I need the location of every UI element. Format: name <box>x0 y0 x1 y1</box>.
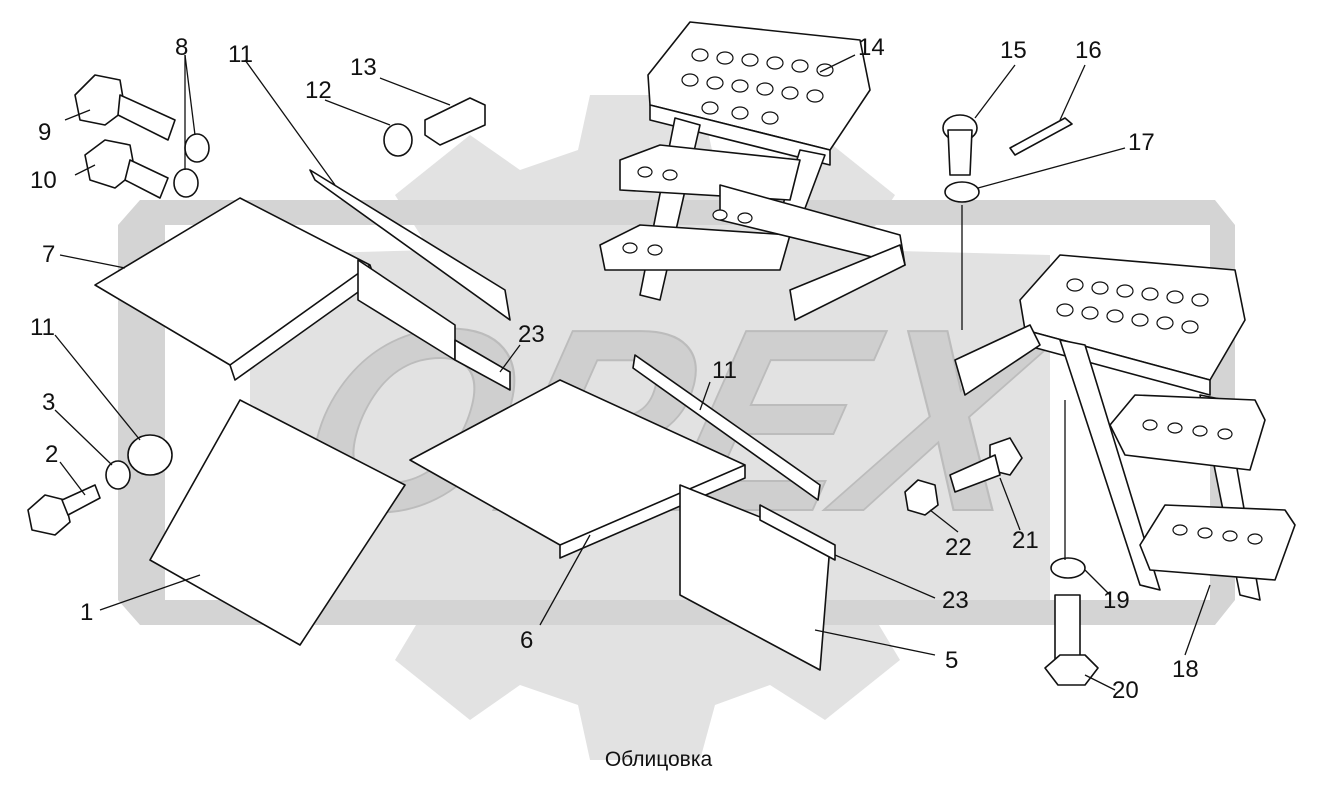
callout-15: 15 <box>1000 37 1027 64</box>
callout-3: 3 <box>42 389 55 416</box>
callout-21: 21 <box>1012 527 1039 554</box>
callout-2: 2 <box>45 441 58 468</box>
leader-lines <box>54 54 1211 691</box>
part-11-strip-middle <box>632 354 821 501</box>
callout-20: 20 <box>1112 677 1139 704</box>
part-18-step-ladder <box>954 254 1296 601</box>
watermark-text: OPEX <box>273 275 1081 566</box>
callout-11-upper: 11 <box>228 41 253 68</box>
callout-23-lower: 23 <box>942 587 969 614</box>
callout-16: 16 <box>1075 37 1102 64</box>
part-14-step-ladder <box>599 21 906 321</box>
part-16-cotter-pin <box>1009 117 1073 156</box>
callout-6: 6 <box>520 627 533 654</box>
callout-12: 12 <box>305 77 332 104</box>
part-15-pin <box>942 114 978 176</box>
part-10-bolt <box>84 139 169 199</box>
callout-8: 8 <box>175 34 188 61</box>
part-23-angle-lower <box>759 504 836 561</box>
callout-9: 9 <box>38 119 51 146</box>
part-12-washer <box>383 123 413 157</box>
part-3-washer <box>105 460 131 490</box>
callout-labels: 1 2 3 5 6 7 8 9 10 11 11 11 12 13 14 15 … <box>30 34 1199 704</box>
part-21-bolt <box>949 437 1023 493</box>
part-1-side-panel <box>149 399 406 646</box>
callout-14: 14 <box>858 34 885 61</box>
part-8-washer-lower <box>173 168 199 198</box>
callout-23-upper: 23 <box>518 321 545 348</box>
callout-18: 18 <box>1172 656 1199 683</box>
part-11-strip-upper <box>309 169 511 321</box>
part-19-washer <box>1050 557 1086 579</box>
diagram-caption: Облицовка <box>604 748 713 771</box>
part-20-bolt <box>1044 594 1099 686</box>
callout-1: 1 <box>80 599 93 626</box>
part-9-bolt <box>74 74 176 141</box>
callout-22: 22 <box>945 534 972 561</box>
part-11-washer-left <box>127 434 173 476</box>
part-13-bolt <box>424 97 486 146</box>
callout-11-left: 11 <box>30 314 55 341</box>
callout-11-middle: 11 <box>712 357 737 384</box>
callout-13: 13 <box>350 54 377 81</box>
callout-7: 7 <box>42 241 55 268</box>
part-8-washer-upper <box>184 133 210 163</box>
part-17-washer <box>944 181 980 203</box>
callout-5: 5 <box>945 647 958 674</box>
part-23-angle-upper <box>454 339 511 391</box>
part-2-bolt <box>27 484 101 536</box>
callout-10: 10 <box>30 167 57 194</box>
callout-17: 17 <box>1128 129 1155 156</box>
part-22-nut <box>904 479 939 516</box>
callout-19: 19 <box>1103 587 1130 614</box>
